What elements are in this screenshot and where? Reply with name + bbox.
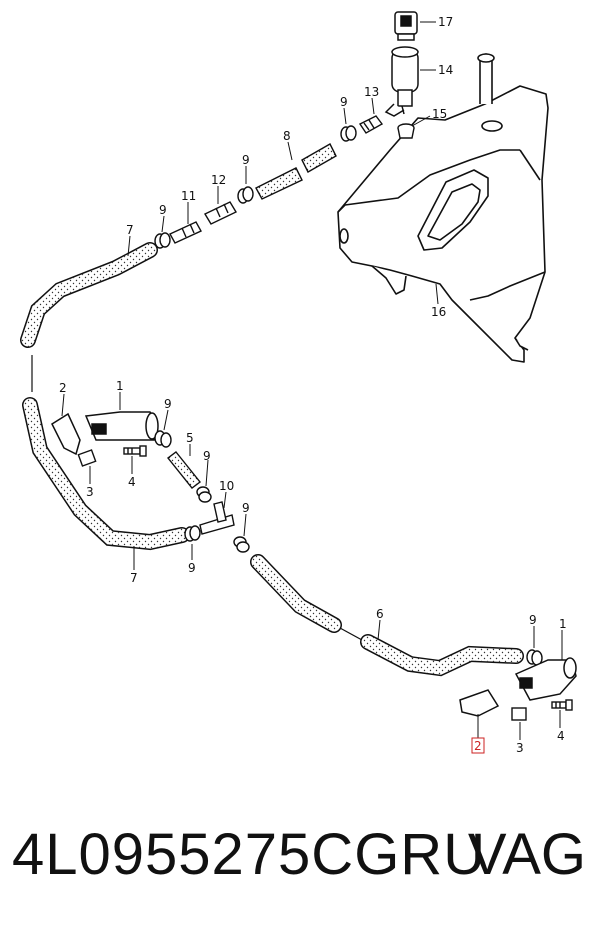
hose-clip-9d (154, 430, 172, 448)
hose-5 (167, 451, 201, 489)
hose-section-8 (255, 143, 337, 200)
callout-13: 13 (364, 85, 379, 99)
hose-6-left (250, 554, 342, 633)
callout-9-h: 9 (529, 613, 537, 627)
callout-9-f: 9 (188, 561, 196, 575)
non-return-valve-13 (358, 115, 384, 134)
callout-16: 16 (431, 305, 446, 319)
clip-3-left (77, 449, 97, 467)
callout-5: 5 (186, 431, 194, 445)
callout-7-b: 7 (130, 571, 138, 585)
callout-1-a: 1 (116, 379, 124, 393)
cover-cap-2-right (459, 689, 500, 717)
hose-7-lower (22, 397, 190, 551)
part-number: 4L0955275CGRU (12, 822, 487, 887)
callout-9-a: 9 (340, 95, 348, 109)
callout-10: 10 (219, 479, 234, 493)
brand-name: VAG (467, 822, 586, 887)
callout-9-c: 9 (159, 203, 167, 217)
parts-diagram: 17 14 15 13 9 8 9 12 11 9 7 16 2 1 9 3 4… (20, 11, 577, 755)
hose-clip-9b (237, 186, 254, 204)
pump-connector (394, 11, 418, 41)
callout-12: 12 (211, 173, 226, 187)
washer-pump (384, 46, 419, 117)
callout-2-a: 2 (59, 381, 67, 395)
screw-4-left (123, 445, 147, 457)
hose-clip-9a (340, 125, 357, 142)
callout-7-a: 7 (126, 223, 134, 237)
callout-1-b: 1 (559, 617, 567, 631)
hose-connector-11 (169, 221, 202, 244)
hose-clip-9h (526, 649, 543, 666)
screw-4-right (551, 699, 573, 711)
hose-break-line-2 (339, 627, 363, 641)
hose-clip-9e (196, 486, 212, 503)
callout-4-b: 4 (557, 729, 565, 743)
callout-9-b: 9 (242, 153, 250, 167)
callout-9-d: 9 (164, 397, 172, 411)
callout-4-a: 4 (128, 475, 136, 489)
callout-14: 14 (438, 63, 453, 77)
callout-8: 8 (283, 129, 291, 143)
callout-2-b: 2 (474, 739, 482, 753)
callout-9-e: 9 (203, 449, 211, 463)
highlight-box (471, 737, 485, 754)
callout-11: 11 (181, 189, 196, 203)
callout-3-b: 3 (516, 741, 524, 755)
callout-9-g: 9 (242, 501, 250, 515)
clip-3-right (511, 707, 527, 721)
callout-17: 17 (438, 15, 453, 29)
hose-clip-9f (184, 525, 201, 542)
leader-lines (61, 21, 563, 740)
callout-labels: 17 14 15 13 9 8 9 12 11 9 7 16 2 1 9 3 4… (59, 15, 567, 755)
hose-connector-12 (204, 201, 237, 225)
hose-6-right (360, 634, 524, 677)
spray-nozzle-1-right (514, 657, 577, 701)
washer-fluid-reservoir (337, 53, 549, 363)
callout-6: 6 (376, 607, 384, 621)
t-piece-10 (199, 501, 235, 535)
callout-15: 15 (432, 107, 447, 121)
pump-grommet (397, 123, 415, 139)
cover-cap-2-left (51, 412, 81, 456)
callout-3-a: 3 (86, 485, 94, 499)
footer: 4L0955275CGRU VAG (0, 815, 600, 915)
spray-nozzle-1-left (84, 411, 159, 441)
hose-clip-9c (154, 232, 171, 249)
hose-clip-9g (233, 536, 250, 553)
hose-7-upper (20, 242, 158, 348)
